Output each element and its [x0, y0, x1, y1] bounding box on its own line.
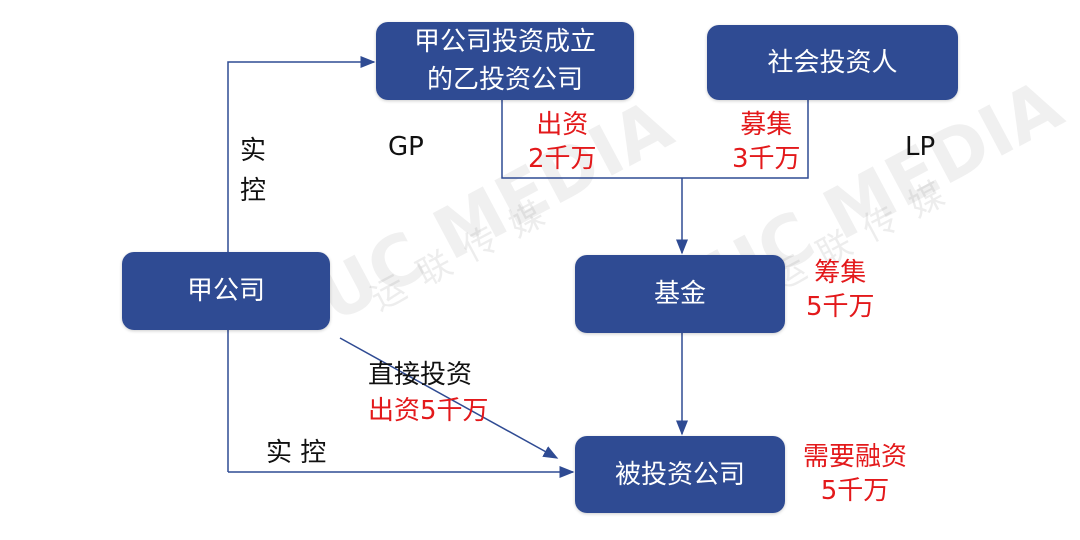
financing-need-1: 需要融资: [803, 442, 908, 472]
social-investors-label: 社会投资人: [767, 47, 898, 78]
fund-raise-2: 5千万: [806, 292, 875, 322]
fund-box: 基金: [575, 255, 785, 333]
fund-raise-1: 筹集: [814, 258, 867, 288]
social-investors-box: 社会投资人: [707, 25, 958, 100]
fund-label: 基金: [653, 279, 706, 309]
lp-raise: 募集 3千万: [732, 108, 801, 176]
investee-box: 被投资公司: [575, 436, 785, 513]
financing-need: 需要融资 5千万: [803, 440, 907, 508]
gp-company-box: 甲公司投资成立 的乙投资公司: [376, 22, 634, 100]
lp-raise-2: 3千万: [732, 144, 801, 174]
financing-need-2: 5千万: [820, 476, 890, 506]
company-a-box: 甲公司: [122, 252, 330, 330]
direct-investment-label: 直接投资: [368, 360, 473, 390]
gp-label: GP: [388, 132, 424, 162]
gp-company-line2: 的乙投资公司: [426, 65, 583, 95]
direct-investment-arrow: [339, 337, 559, 459]
direct-investment-amount: 出资5千万: [368, 396, 489, 426]
control-line-to-gp: [227, 56, 376, 472]
lp-raise-1: 募集: [740, 110, 793, 140]
gp-contribution: 出资 2千万: [528, 108, 597, 176]
lp-label: LP: [905, 132, 936, 162]
company-a-label: 甲公司: [186, 276, 265, 306]
investee-label: 被投资公司: [614, 459, 745, 490]
gp-contribution-1: 出资: [536, 110, 589, 140]
gp-lp-join-line: [501, 100, 809, 179]
fund-raise: 筹集 5千万: [806, 256, 875, 324]
gp-company-line1: 甲公司投资成立: [413, 27, 596, 57]
control-horizontal-label: 实 控: [266, 438, 327, 468]
gp-contribution-2: 2千万: [528, 144, 597, 174]
control-label-2: 控: [240, 176, 267, 206]
control-label-1: 实: [240, 136, 267, 166]
